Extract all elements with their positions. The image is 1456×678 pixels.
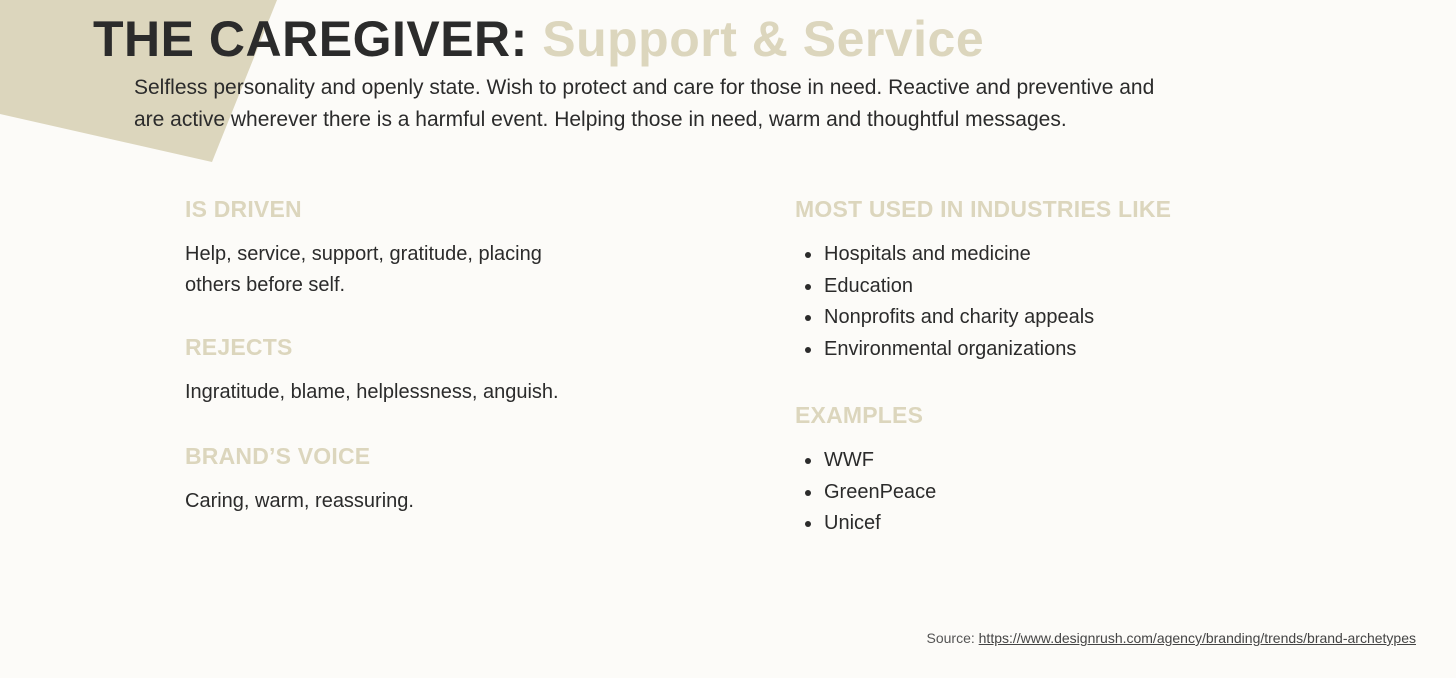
page-title: THE CAREGIVER: Support & Service: [93, 8, 984, 70]
title-main: THE CAREGIVER:: [93, 11, 528, 67]
heading-is-driven: IS DRIVEN: [185, 196, 302, 222]
list-item: GreenPeace: [795, 477, 1215, 509]
list-item: WWF: [795, 445, 1215, 477]
is-driven-text: Help, service, support, gratitude, placi…: [185, 243, 542, 296]
heading-brands-voice: BRAND’S VOICE: [185, 443, 371, 469]
examples-list: WWF GreenPeace Unicef: [795, 445, 1215, 540]
brands-voice-text: Caring, warm, reassuring.: [185, 490, 414, 512]
section-is-driven: IS DRIVEN Help, service, support, gratit…: [185, 193, 605, 301]
intro-paragraph: Selfless personality and openly state. W…: [134, 76, 1155, 131]
list-item: Hospitals and medicine: [795, 239, 1215, 271]
source-link[interactable]: https://www.designrush.com/agency/brandi…: [978, 630, 1416, 646]
source-label: Source:: [926, 630, 975, 646]
right-column: MOST USED IN INDUSTRIES LIKE Hospitals a…: [795, 193, 1215, 540]
list-item: Unicef: [795, 508, 1215, 540]
section-examples: EXAMPLES WWF GreenPeace Unicef: [795, 399, 1215, 540]
list-item: Education: [795, 271, 1215, 303]
heading-rejects: REJECTS: [185, 334, 293, 360]
list-item: Environmental organizations: [795, 334, 1215, 366]
section-industries: MOST USED IN INDUSTRIES LIKE Hospitals a…: [795, 193, 1215, 365]
title-subtitle: Support & Service: [542, 11, 985, 67]
industries-list: Hospitals and medicine Education Nonprof…: [795, 239, 1215, 365]
list-item: Nonprofits and charity appeals: [795, 302, 1215, 334]
section-rejects: REJECTS Ingratitude, blame, helplessness…: [185, 331, 605, 408]
decorative-polygon: [0, 0, 277, 162]
heading-examples: EXAMPLES: [795, 402, 924, 428]
heading-industries: MOST USED IN INDUSTRIES LIKE: [795, 196, 1172, 222]
rejects-text: Ingratitude, blame, helplessness, anguis…: [185, 381, 559, 403]
left-column: IS DRIVEN Help, service, support, gratit…: [185, 193, 605, 517]
section-brands-voice: BRAND’S VOICE Caring, warm, reassuring.: [185, 440, 605, 517]
source-citation: Source: https://www.designrush.com/agenc…: [927, 630, 1417, 646]
